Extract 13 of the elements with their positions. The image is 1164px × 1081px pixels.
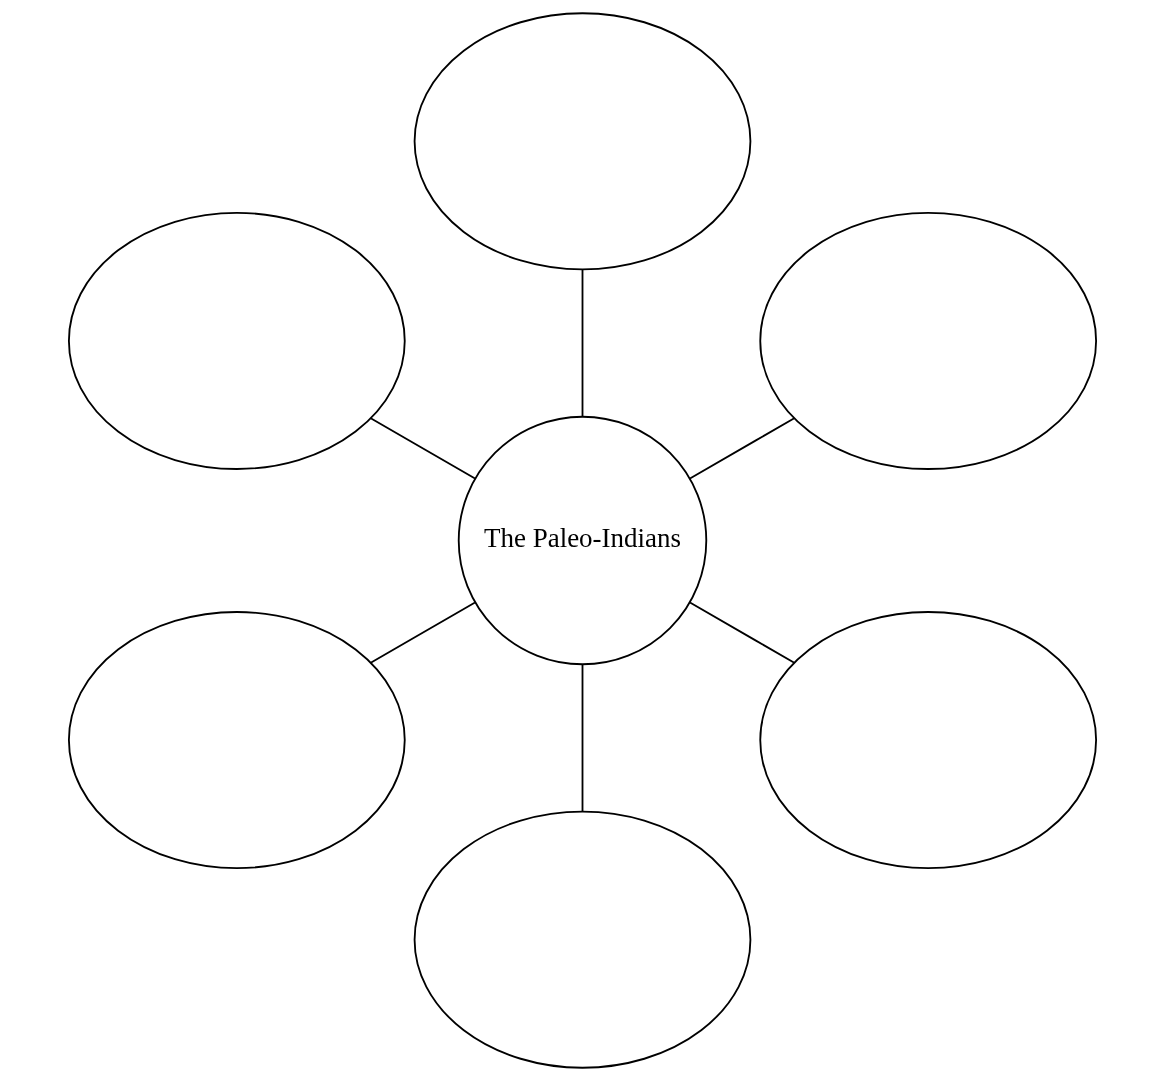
connector [369,601,476,664]
node-circle: The Paleo-Indians [457,415,707,666]
node-ellipse [413,810,751,1069]
node-ellipse [758,211,1097,470]
node-ellipse [67,611,406,870]
connector [581,663,583,813]
node-ellipse [758,611,1097,870]
connector [581,268,583,418]
connector [688,601,795,664]
connector [369,417,476,480]
connector [688,417,795,480]
node-ellipse [413,12,751,271]
node-ellipse [67,211,406,470]
